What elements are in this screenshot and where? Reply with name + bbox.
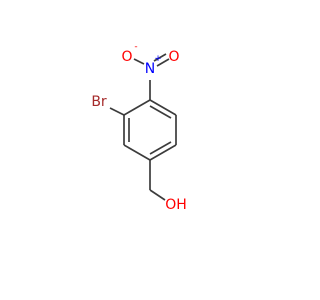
molecule-diagram: O - N + O Br OH [91,42,186,213]
bond-ring-inner-c1-c2 [149,105,172,119]
charge-nitrogen: + [154,54,162,64]
bond-nitrogen-to-o-double-a [156,58,170,67]
atom-o-minus: O [121,49,132,65]
bond-nitrogen-to-o-double-b [153,53,167,62]
bond-ring-to-bromine [109,107,125,116]
bond-ring-c1-c2 [149,99,177,116]
atom-o-double: O [168,49,179,65]
bond-ch2-to-oh [149,189,166,201]
charge-o-minus: - [134,42,137,52]
bond-ring-c6-c1 [123,99,151,116]
bond-ring-inner-c3-c4 [149,141,172,155]
atom-bromine: Br [91,94,107,110]
bond-ring-c3-c4 [149,144,177,161]
bond-nitrogen-to-o-minus [133,58,145,65]
bond-ring-c4-c5 [123,144,151,161]
atom-labels: O - N + O Br OH [91,42,186,213]
bonds [109,53,177,201]
atom-hydroxyl: OH [165,197,187,213]
atom-nitrogen: N [145,61,155,77]
